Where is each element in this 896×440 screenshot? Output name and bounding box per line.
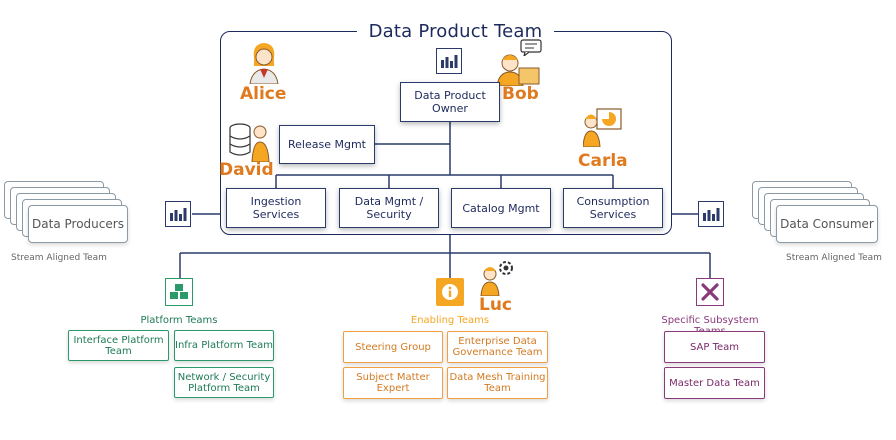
team-title: Data Product Team <box>357 20 554 44</box>
presentation-icon <box>583 108 622 147</box>
person-name-carla: Carla <box>578 151 628 171</box>
person-icon <box>497 54 540 86</box>
enabling-team-governance[interactable]: Enterprise Data Governance Team <box>447 331 548 363</box>
platform-team-network[interactable]: Network / Security Platform Team <box>174 367 274 398</box>
platform-teams-label: Platform Teams <box>140 315 218 326</box>
producers-caption: Stream Aligned Team <box>11 253 107 263</box>
bar-chart-icon <box>165 201 191 227</box>
service-box-consumption[interactable]: Consumption Services <box>563 188 663 228</box>
info-icon <box>436 278 464 306</box>
consumer-caption: Stream Aligned Team <box>786 253 882 263</box>
service-box-ingestion[interactable]: Ingestion Services <box>226 188 326 228</box>
data-consumer-card[interactable]: Data Consumer <box>776 205 878 243</box>
tools-icon <box>696 278 724 306</box>
platform-team-infra[interactable]: Infra Platform Team <box>174 330 274 361</box>
cubes-icon <box>165 278 193 306</box>
bar-chart-icon <box>436 48 462 74</box>
specific-team-master-data[interactable]: Master Data Team <box>664 367 765 399</box>
data-producers-card[interactable]: Data Producers <box>28 205 128 243</box>
gear-icon <box>480 261 513 296</box>
bar-chart-icon <box>698 201 724 227</box>
enabling-teams-label: Enabling Teams <box>410 315 490 326</box>
speech-bubble-icon <box>520 39 542 56</box>
person-name-bob: Bob <box>502 84 539 104</box>
person-name-david: David <box>219 160 274 180</box>
person-name-luc: Luc <box>479 295 513 315</box>
service-box-data-mgmt[interactable]: Data Mgmt / Security <box>339 188 439 228</box>
database-icon <box>229 123 270 162</box>
platform-team-interface[interactable]: Interface Platform Team <box>68 330 169 361</box>
service-box-catalog[interactable]: Catalog Mgmt <box>451 188 551 228</box>
person-icon <box>249 43 279 84</box>
release-mgmt-box[interactable]: Release Mgmt <box>279 125 375 164</box>
enabling-team-steering[interactable]: Steering Group <box>343 331 443 363</box>
data-product-owner-box[interactable]: Data Product Owner <box>400 82 500 122</box>
enabling-team-training[interactable]: Data Mesh Training Team <box>447 367 548 399</box>
specific-team-sap[interactable]: SAP Team <box>664 331 765 363</box>
person-name-alice: Alice <box>240 84 287 104</box>
enabling-team-sme[interactable]: Subject Matter Expert <box>343 367 443 399</box>
